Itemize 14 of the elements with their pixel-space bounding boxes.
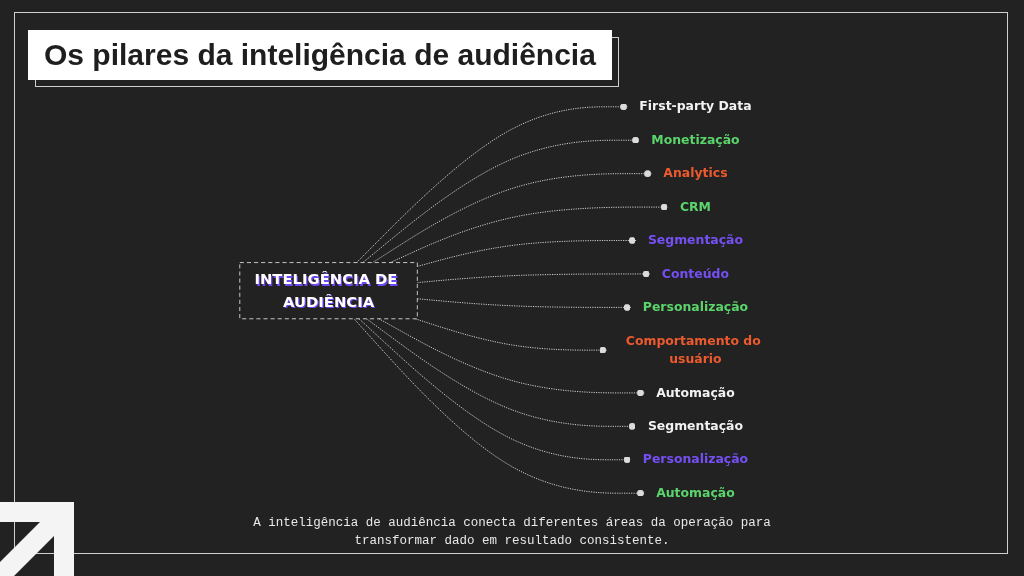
node-text: Comportamento do usuário	[625, 333, 761, 367]
node-text: Segmentação	[647, 233, 743, 248]
node-text: Monetização	[651, 132, 740, 147]
caption: A inteligência de audiência conecta diferentes áreas da operação para transformar dado em resultado consistente.	[252, 515, 772, 551]
node-text: Personalização	[642, 452, 749, 467]
node-text: CRM	[679, 199, 711, 214]
node-text: Automação	[656, 485, 735, 500]
dashed-box: INTELIGÊNCIA DE AUDIÊNCIA	[239, 262, 418, 320]
node-text: Personalização	[642, 299, 749, 315]
node-text: Automação	[656, 385, 735, 400]
node-text: Analytics	[663, 166, 728, 181]
node-text: Segmentação	[647, 418, 743, 433]
node-text: First-party Data	[639, 99, 752, 114]
node-text: Conteúdo	[661, 266, 730, 281]
